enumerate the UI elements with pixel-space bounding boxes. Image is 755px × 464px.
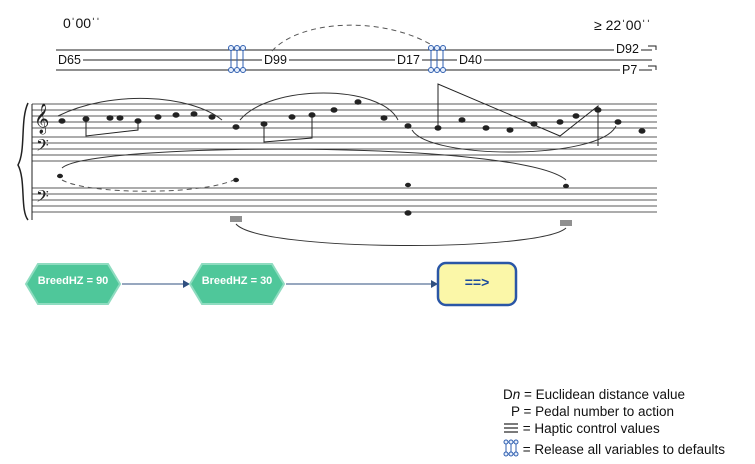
music-score: 𝄞 𝄢 𝄢: [17, 83, 657, 247]
release-icon: [228, 45, 246, 73]
end-time: ≥ 22ˈ00ˈˈ: [594, 17, 651, 33]
legend-distance: Dn = Euclidean distance value: [503, 386, 685, 403]
legend-haptic: = Haptic control values: [503, 420, 660, 437]
legend-distance-var: n: [512, 387, 521, 402]
legend-pedal-text: = Pedal number to action: [519, 404, 674, 419]
next-step-node[interactable]: [436, 261, 518, 307]
note-group-bass-1: [57, 173, 569, 189]
bass-staff-1: [32, 136, 657, 162]
treble-staff: [32, 103, 657, 129]
note-group-bass-2: [230, 210, 572, 226]
breedhz-90-label: BreedHZ = 90: [37, 275, 109, 287]
timeline-lines: [56, 24, 657, 71]
release-icon: [503, 439, 519, 457]
haptic-lines-icon: [504, 423, 518, 433]
legend-release-text: = Release all variables to defaults: [519, 442, 725, 457]
legend-pedal-symbol: P: [511, 404, 520, 419]
start-time: 0ˈ00ˈˈ: [63, 15, 101, 31]
legend-pedal: P = Pedal number to action: [511, 403, 674, 420]
legend-release: = Release all variables to defaults: [503, 439, 725, 458]
bass-clef-icon: 𝄢: [36, 186, 49, 210]
release-icon: [428, 45, 446, 73]
label-d65: D65: [56, 53, 83, 67]
legend-haptic-text: = Haptic control values: [519, 421, 660, 436]
legend-distance-text: = Euclidean distance value: [520, 387, 686, 402]
system-brace: [17, 102, 29, 221]
treble-clef-icon: 𝄞: [34, 103, 49, 135]
label-d92: D92: [614, 42, 641, 56]
legend-distance-symbol: D: [503, 387, 513, 402]
bass-clef-icon: 𝄢: [36, 135, 49, 159]
note-group-1: [58, 111, 216, 137]
note-group-3: [404, 83, 646, 146]
bass-staff-2: [32, 187, 657, 213]
flow-diagram: [24, 261, 518, 307]
breedhz-30-node[interactable]: [188, 263, 286, 305]
breedhz-90-node[interactable]: [24, 263, 122, 305]
note-group-2: [232, 99, 388, 143]
label-d99: D99: [262, 53, 289, 67]
next-step-label: ==>: [464, 274, 490, 290]
label-d40: D40: [457, 53, 484, 67]
label-d17: D17: [395, 53, 422, 67]
breedhz-30-label: BreedHZ = 30: [201, 275, 273, 287]
label-p7: P7: [620, 63, 640, 77]
dashed-arc: [271, 24, 431, 52]
